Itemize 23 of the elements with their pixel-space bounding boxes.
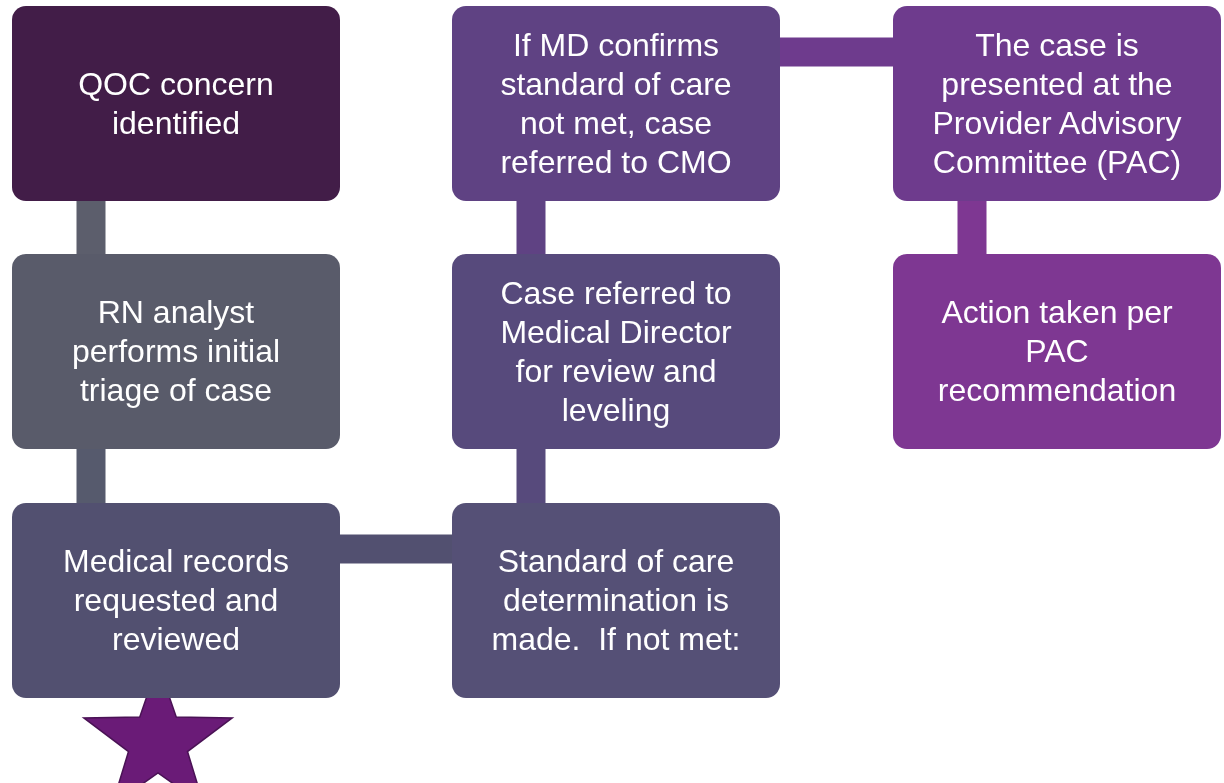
connector-bar <box>516 449 546 503</box>
connector-bar <box>516 201 546 254</box>
connector-bar <box>340 534 452 564</box>
connector-bar <box>76 201 106 254</box>
process-box <box>12 6 340 201</box>
process-box <box>452 6 780 201</box>
step-text: RN analyst performs initial triage of case <box>70 293 282 410</box>
connector-bar <box>957 201 987 254</box>
step-text: Medical records requested and reviewed <box>62 542 290 659</box>
process-box <box>893 6 1221 201</box>
process-box <box>452 503 780 698</box>
connector-bar <box>76 449 106 503</box>
process-box <box>452 254 780 449</box>
step-text: If MD confirms standard of care not met, case referred to CMO <box>499 25 733 182</box>
step-text: QOC concern identified <box>77 64 275 143</box>
connector-bar <box>780 37 893 67</box>
step-text: The case is presented at the Provider Advisory Committee (PAC) <box>931 25 1183 182</box>
step-text: Case referred to Medical Director for review and leveling <box>499 273 733 430</box>
step-text: Standard of care determination is made. If not met: <box>490 542 742 659</box>
process-box <box>12 503 340 698</box>
process-box <box>12 254 340 449</box>
step-text: Action taken per PAC recommendation <box>936 293 1178 410</box>
process-box <box>893 254 1221 449</box>
